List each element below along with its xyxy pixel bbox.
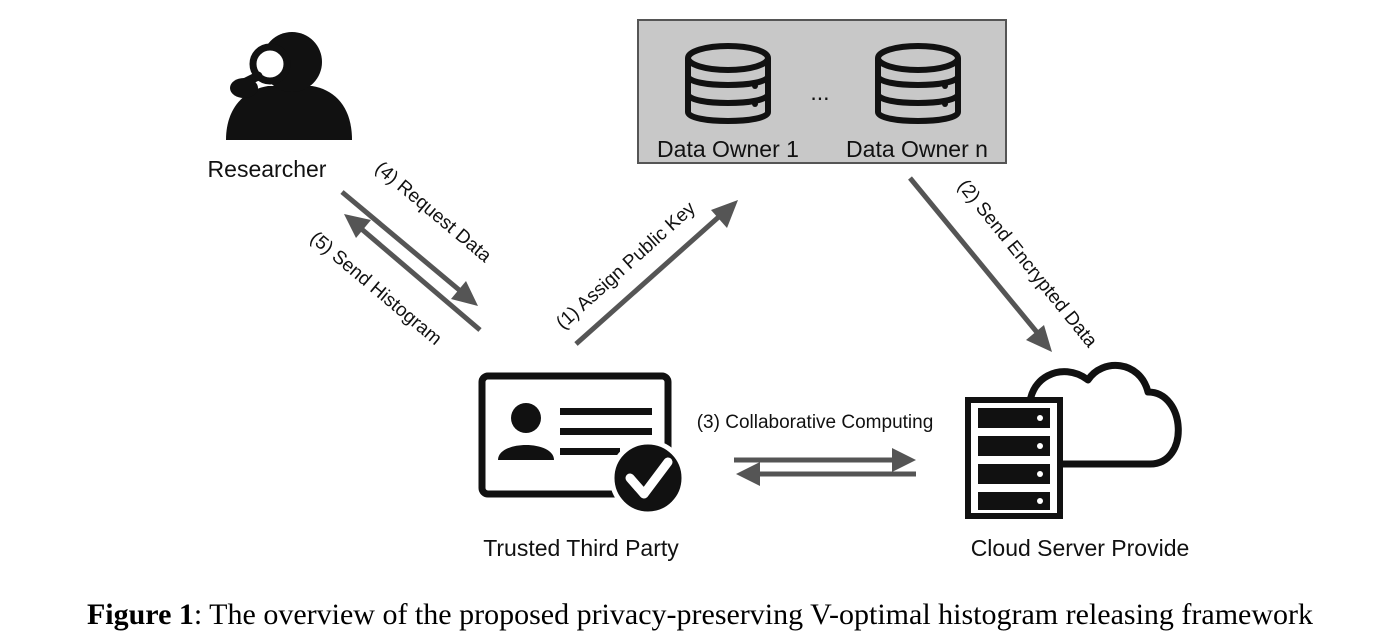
request-data-arrow bbox=[340, 190, 478, 306]
collaborative-label: (3) Collaborative Computing bbox=[697, 412, 934, 433]
figure-caption-label: Figure 1 bbox=[87, 598, 194, 631]
collaborative-arrow-right bbox=[734, 448, 916, 472]
server-rack-icon bbox=[965, 397, 1063, 519]
send-encrypted-arrow bbox=[908, 176, 1052, 352]
researcher-label: Researcher bbox=[208, 156, 327, 182]
send-histogram-label: (5) Send Histogram bbox=[306, 228, 446, 350]
collaborative-arrow-left bbox=[736, 462, 916, 486]
send-histogram-arrow bbox=[344, 214, 482, 332]
id-card-check-icon bbox=[478, 372, 687, 517]
researcher-icon bbox=[226, 32, 352, 140]
assign-key-label: (1) Assign Public Key bbox=[552, 198, 700, 334]
figure-caption-text: : The overview of the proposed privacy-p… bbox=[194, 598, 1313, 631]
assign-key-arrow bbox=[574, 200, 738, 346]
data-owner-1-label: Data Owner 1 bbox=[657, 136, 799, 162]
owners-ellipsis: ... bbox=[810, 79, 829, 105]
send-encrypted-label: (2) Send Encrypted Data bbox=[953, 176, 1101, 352]
figure-caption: Figure 1: The overview of the proposed p… bbox=[87, 598, 1313, 631]
database-icon bbox=[875, 43, 961, 124]
cloud-server-label: Cloud Server Provide bbox=[971, 535, 1190, 561]
data-owner-n-label: Data Owner n bbox=[846, 136, 988, 162]
trusted-third-party-label: Trusted Third Party bbox=[483, 535, 679, 561]
database-icon bbox=[685, 43, 771, 124]
